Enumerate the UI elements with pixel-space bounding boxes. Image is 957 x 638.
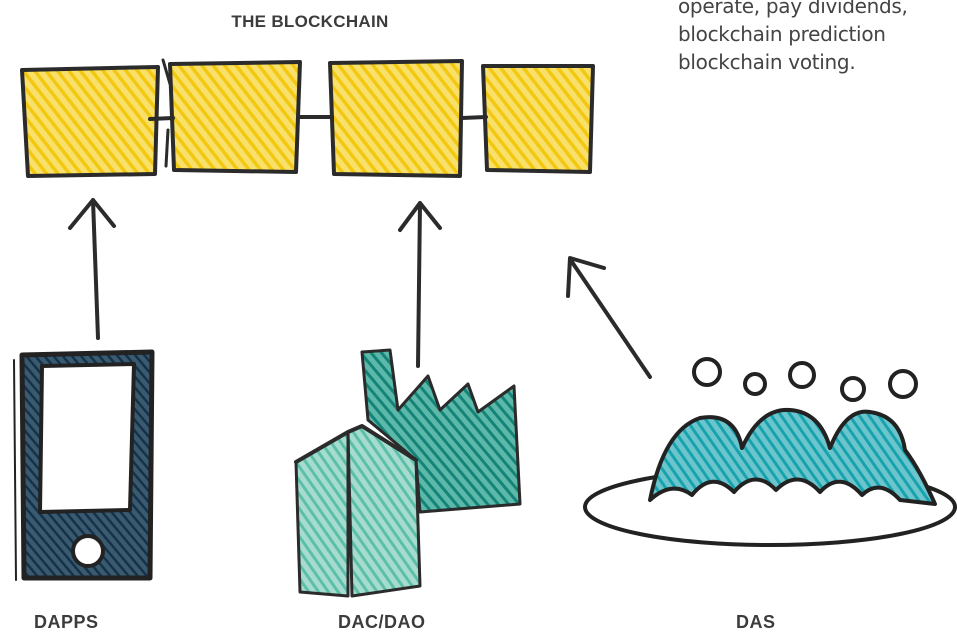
text-snippet: operate, pay dividends, blockchain predi…: [678, 0, 957, 76]
factory-icon: [294, 348, 522, 598]
block-divider: [161, 58, 172, 168]
block-4: [481, 64, 595, 174]
caption-dac-dao: DAC/DAO: [338, 612, 426, 632]
caption-das: DAS: [736, 612, 776, 632]
arrow-das: [566, 256, 652, 379]
people-group-icon: [583, 357, 957, 547]
caption-dapps: DAPPS: [34, 612, 99, 632]
arrows: [68, 198, 652, 379]
chain-link-3: [460, 115, 488, 120]
snippet-line: blockchain prediction: [678, 22, 886, 46]
snippet-line: operate, pay dividends,: [678, 0, 908, 18]
block-2: [168, 60, 302, 174]
blockchain-blocks: [20, 58, 595, 178]
chain-link-1: [148, 116, 175, 121]
arrow-dac-dao: [398, 201, 442, 368]
snippet-line: blockchain voting.: [678, 50, 856, 74]
arrow-dapps: [68, 198, 116, 340]
block-1: [20, 65, 160, 178]
phone-icon: [13, 349, 155, 581]
block-3: [328, 59, 464, 178]
diagram-title: THE BLOCKCHAIN: [231, 12, 389, 31]
